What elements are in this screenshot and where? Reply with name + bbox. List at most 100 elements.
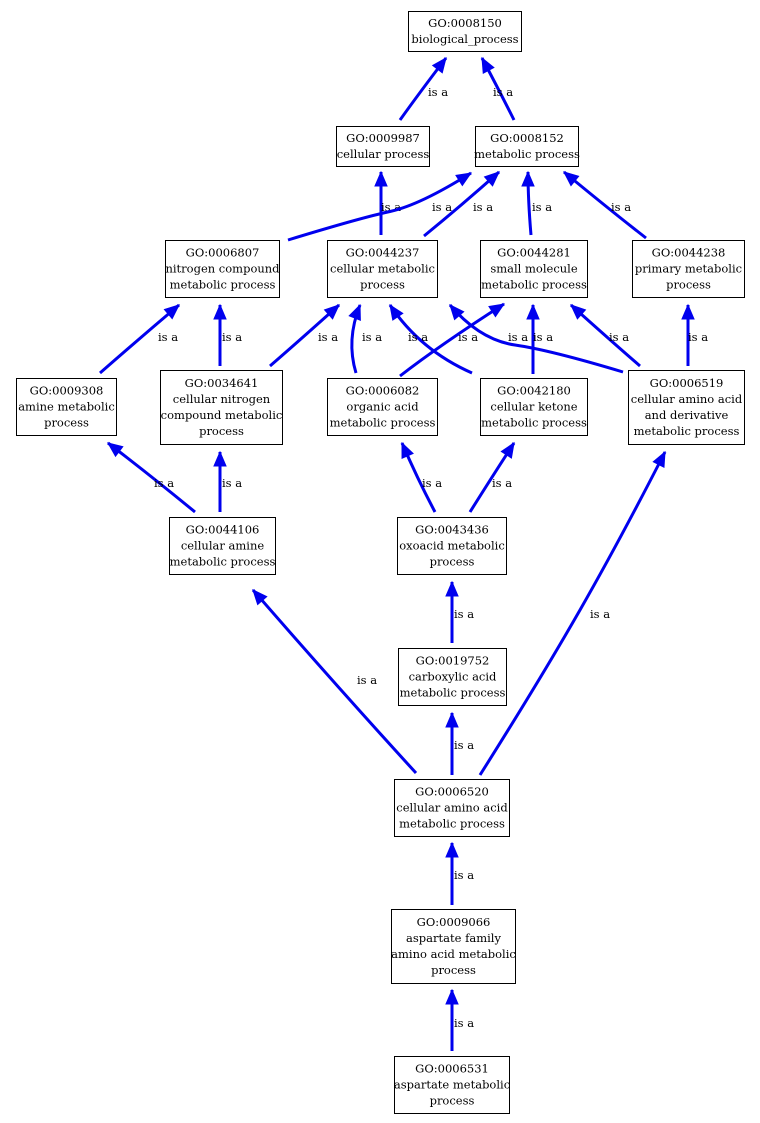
- edge-label: is a: [492, 476, 512, 490]
- node-label: cellular process: [337, 147, 430, 161]
- node-label: metabolic process: [170, 278, 276, 292]
- edge-label: is a: [458, 330, 478, 344]
- edge-label: is a: [422, 476, 442, 490]
- edge-line: [107, 441, 196, 514]
- edge-0008152-to-0008150: is a: [480, 56, 516, 121]
- node-label: process: [666, 278, 711, 292]
- edge-label: is a: [590, 607, 610, 621]
- edge-0009308-to-0006807: is a: [99, 303, 180, 375]
- node-box: [398, 648, 507, 706]
- edge-label: is a: [454, 1016, 474, 1030]
- edge-line: [287, 171, 472, 242]
- node-id: GO:0006082: [346, 384, 420, 398]
- edge-0044106-to-0034641: is a: [213, 450, 242, 512]
- arrowhead-icon: [389, 303, 404, 321]
- node-label: metabolic process: [481, 416, 587, 430]
- node-id: GO:0008150: [428, 16, 502, 30]
- edge-label: is a: [408, 330, 428, 344]
- node-id: GO:0008152: [490, 131, 564, 145]
- node-box: [408, 11, 522, 52]
- node-box: [16, 378, 117, 436]
- node-label: carboxylic acid: [409, 670, 497, 684]
- arrowhead-icon: [521, 170, 535, 187]
- node-box: [165, 240, 280, 298]
- edge-label: is a: [609, 330, 629, 344]
- node-label: amine metabolic: [18, 400, 115, 414]
- node-box: [160, 370, 283, 445]
- node-id: GO:0043436: [415, 523, 489, 537]
- edge-label: is a: [454, 868, 474, 882]
- node-label: process: [360, 278, 405, 292]
- node-0009987[interactable]: GO:0009987 cellular process: [336, 126, 430, 167]
- edge-0044238-to-0008152: is a: [563, 170, 647, 240]
- arrowhead-icon: [526, 303, 540, 320]
- edge-0006519-to-0044238: is a: [681, 303, 708, 366]
- arrowhead-icon: [488, 303, 506, 318]
- node-label: cellular amino acid: [396, 801, 508, 815]
- node-id: GO:0006520: [415, 785, 489, 799]
- node-id: GO:0009987: [346, 131, 420, 145]
- arrowhead-icon: [445, 841, 459, 858]
- edge-0006807-to-0008152: is a: [287, 171, 473, 242]
- arrowhead-icon: [445, 988, 459, 1005]
- arrowhead-icon: [374, 170, 388, 187]
- node-id: GO:0044106: [186, 523, 260, 537]
- node-label: aspartate family: [406, 931, 501, 945]
- node-id: GO:0006519: [650, 376, 724, 390]
- node-label: cellular nitrogen: [173, 392, 271, 406]
- edge-0009987-to-0008150: is a: [398, 56, 448, 121]
- node-id: GO:0006531: [415, 1062, 489, 1076]
- edge-label: is a: [508, 330, 528, 344]
- edge-0019752-to-0043436: is a: [445, 580, 474, 643]
- edge-label: is a: [688, 330, 708, 344]
- node-box: [327, 378, 438, 436]
- node-label: small molecule: [490, 262, 578, 276]
- arrowhead-icon: [213, 450, 227, 467]
- node-label: process: [431, 963, 476, 977]
- arrowhead-icon: [163, 304, 180, 320]
- edge-label: is a: [533, 330, 553, 344]
- arrowhead-icon: [213, 303, 227, 320]
- node-box: [480, 378, 588, 436]
- node-id: GO:0019752: [416, 654, 490, 668]
- arrowhead-icon: [481, 56, 495, 74]
- arrowhead-icon: [401, 441, 414, 459]
- edge-label: is a: [473, 200, 493, 214]
- node-label: aspartate metabolic: [394, 1078, 510, 1092]
- node-label: nitrogen compound: [165, 262, 280, 276]
- edge-label: is a: [158, 330, 178, 344]
- edge-0006082-to-0044237: is a: [348, 303, 382, 374]
- node-box: [327, 240, 438, 298]
- edge-line: [251, 589, 418, 775]
- arrowhead-icon: [431, 56, 447, 74]
- arrowhead-icon: [681, 303, 695, 320]
- edge-0006531-to-0009066: is a: [445, 988, 474, 1051]
- arrowhead-icon: [445, 711, 459, 728]
- edge-0042180-to-0044237: is a: [388, 303, 473, 375]
- edge-label: is a: [318, 330, 338, 344]
- node-id: GO:0044281: [497, 246, 571, 260]
- edge-0044106-to-0009308: is a: [106, 441, 196, 514]
- edge-label: is a: [532, 200, 552, 214]
- edge-label: is a: [222, 330, 242, 344]
- arrowhead-icon: [252, 589, 268, 606]
- edge-label: is a: [493, 85, 513, 99]
